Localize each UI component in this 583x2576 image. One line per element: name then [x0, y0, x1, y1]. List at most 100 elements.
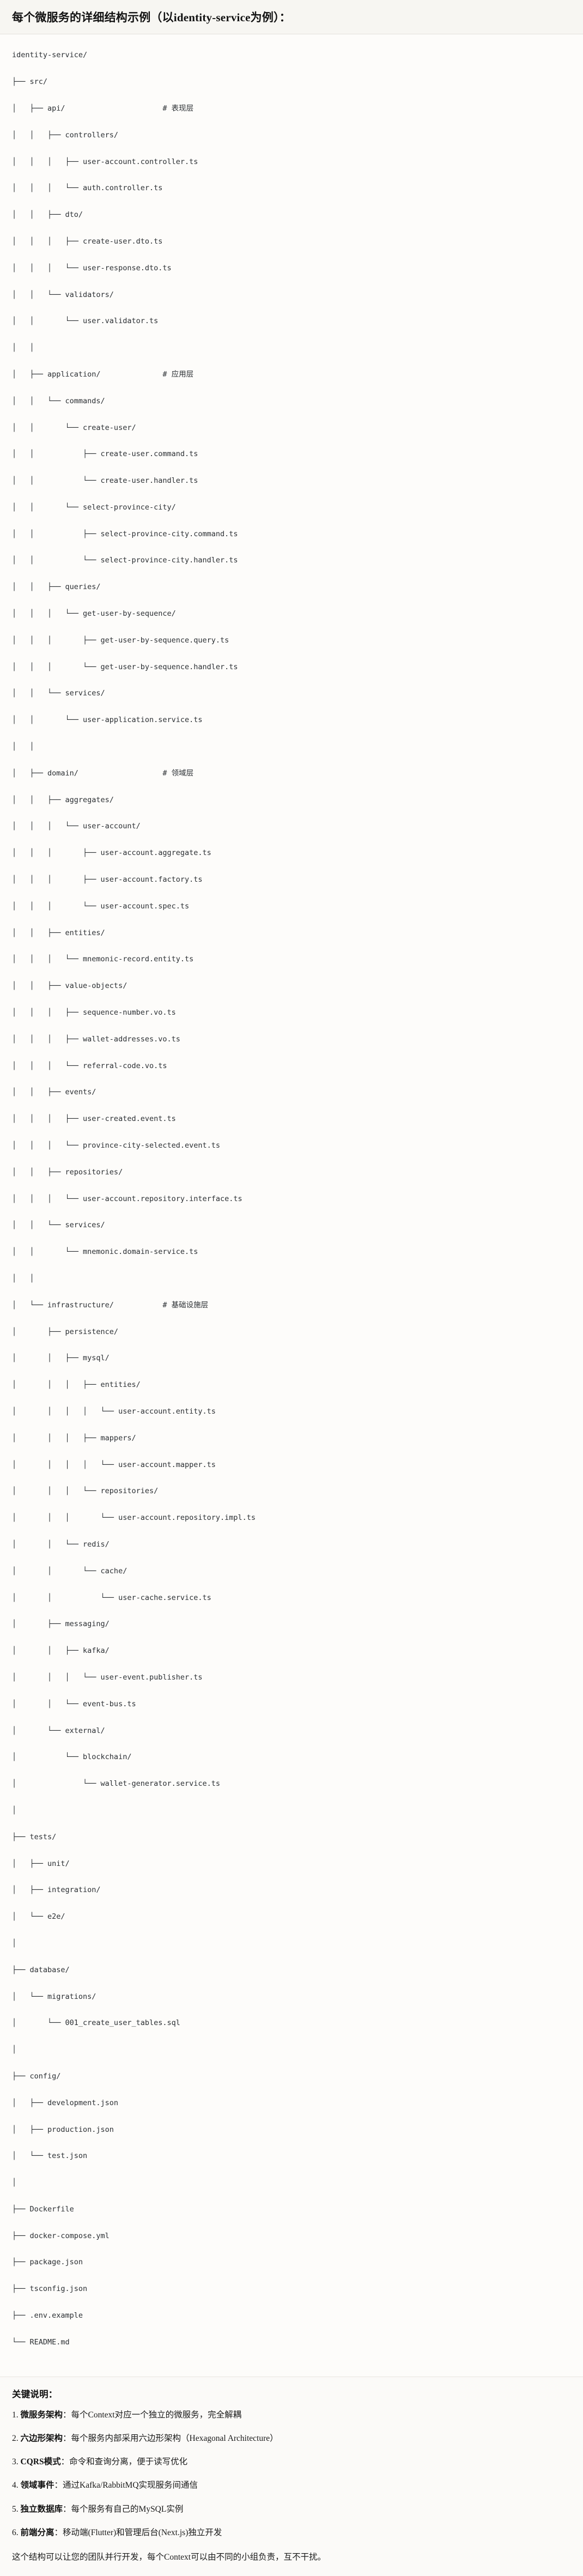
tree-line: │ └── infrastructure/ # 基础设施层 [12, 1299, 571, 1312]
tree-comment: # 领域层 [162, 768, 194, 778]
tree-line: │ │ │ └── user-account.spec.ts [12, 900, 571, 913]
tree-line: │ │ │ └── repositories/ [12, 1484, 571, 1498]
tree-path: └── README.md [12, 2337, 70, 2347]
tree-path: │ │ └── services/ [12, 689, 105, 698]
tree-path: │ │ [12, 1274, 34, 1283]
tree-line: │ │ [12, 740, 571, 753]
tree-line: │ ├── domain/ # 领域层 [12, 767, 571, 780]
tree-line: ├── src/ [12, 75, 571, 88]
tree-path: ├── src/ [12, 77, 48, 87]
tree-path: │ │ │ ├── wallet-addresses.vo.ts [12, 1034, 180, 1044]
key-note-number: 6. [12, 2527, 21, 2537]
tree-path: │ [12, 2178, 17, 2187]
tree-path: │ │ │ │ └── user-account.mapper.ts [12, 1460, 216, 1469]
tree-path: │ │ └── event-bus.ts [12, 1699, 136, 1708]
tree-path: │ │ │ ├── user-account.factory.ts [12, 875, 203, 884]
directory-tree: identity-service/ ├── src/ │ ├── api/ # … [12, 49, 571, 2362]
key-note-item: 2. 六边形架构：每个服务内部采用六边形架构（Hexagonal Archite… [12, 2432, 571, 2445]
tree-line: │ ├── production.json [12, 2123, 571, 2136]
tree-line: │ [12, 1804, 571, 1817]
tree-line: │ └── wallet-generator.service.ts [12, 1777, 571, 1790]
tree-line: │ │ │ └── user-account.repository.interf… [12, 1192, 571, 1205]
tree-path: │ ├── domain/ [12, 768, 78, 778]
key-note-separator: ： [63, 2504, 71, 2514]
tree-path: │ ├── unit/ [12, 1859, 70, 1868]
tree-path: │ ├── development.json [12, 2098, 119, 2107]
page-header: 每个微服务的详细结构示例（以identity-service为例）： [0, 0, 583, 35]
tree-line: │ │ │ └── user-event.publisher.ts [12, 1671, 571, 1684]
tree-line: │ │ ├── select-province-city.command.ts [12, 528, 571, 541]
key-note-item: 4. 领域事件：通过Kafka/RabbitMQ实现服务间通信 [12, 2479, 571, 2492]
tree-line: │ │ ├── dto/ [12, 208, 571, 221]
tree-line: │ │ │ └── auth.controller.ts [12, 181, 571, 195]
tree-line: │ ├── persistence/ [12, 1325, 571, 1338]
tree-line: │ └── external/ [12, 1724, 571, 1737]
tree-path: │ │ │ └── user-account.spec.ts [12, 901, 190, 911]
key-note-separator: ： [54, 2481, 63, 2490]
tree-path: │ │ └── services/ [12, 1221, 105, 1230]
tree-path: │ │ │ │ └── user-account.entity.ts [12, 1407, 216, 1416]
tree-path: │ │ └── validators/ [12, 290, 114, 299]
tree-line: │ ├── integration/ [12, 1883, 571, 1896]
tree-path: │ │ │ └── get-user-by-sequence/ [12, 609, 176, 619]
tree-path: │ │ ├── controllers/ [12, 130, 119, 140]
tree-line: │ │ │ ├── user-account.controller.ts [12, 155, 571, 168]
tree-line: │ │ ├── queries/ [12, 580, 571, 593]
tree-path: │ │ └── create-user.handler.ts [12, 476, 198, 486]
key-note-item: 3. CQRS模式：命令和查询分离，便于读写优化 [12, 2456, 571, 2468]
tree-comment: # 基础设施层 [162, 1300, 209, 1310]
tree-line: │ │ │ └── mnemonic-record.entity.ts [12, 953, 571, 966]
tree-path: │ │ │ └── mnemonic-record.entity.ts [12, 955, 194, 964]
closing-note: 这个结构可以让您的团队并行开发，每个Context可以由不同的小组负责，互不干扰… [12, 2553, 326, 2562]
tree-line: │ │ │ ├── get-user-by-sequence.query.ts [12, 634, 571, 647]
tree-path: ├── tests/ [12, 1832, 57, 1841]
tree-path: │ │ │ └── province-city-selected.event.t… [12, 1141, 221, 1150]
tree-line: │ │ │ └── user-account/ [12, 820, 571, 833]
tree-path: ├── docker-compose.yml [12, 2231, 110, 2240]
tree-path: │ └── blockchain/ [12, 1753, 132, 1762]
tree-line: └── README.md [12, 2336, 571, 2349]
key-note-description: 命令和查询分离，便于读写优化 [69, 2457, 188, 2467]
tree-line: │ ├── development.json [12, 2096, 571, 2110]
tree-line: │ │ │ └── get-user-by-sequence.handler.t… [12, 660, 571, 674]
tree-gap [101, 370, 163, 379]
tree-line: │ │ │ ├── user-account.aggregate.ts [12, 846, 571, 859]
tree-line: │ └── e2e/ [12, 1910, 571, 1923]
page-title: 每个微服务的详细结构示例（以identity-service为例）： [12, 11, 291, 24]
tree-line: │ [12, 1937, 571, 1950]
tree-path: identity-service/ [12, 51, 88, 60]
tree-line: ├── tests/ [12, 1831, 571, 1844]
tree-path: │ │ [12, 742, 34, 751]
tree-path: │ │ └── user-cache.service.ts [12, 1593, 211, 1602]
tree-path: │ │ └── select-province-city.handler.ts [12, 556, 238, 565]
tree-line: │ │ └── mnemonic.domain-service.ts [12, 1245, 571, 1258]
tree-path: │ │ │ ├── user-account.aggregate.ts [12, 848, 211, 858]
tree-path: │ │ └── user-application.service.ts [12, 716, 203, 725]
tree-path: ├── Dockerfile [12, 2204, 74, 2214]
tree-path: │ ├── persistence/ [12, 1327, 119, 1336]
tree-path: │ │ ├── create-user.command.ts [12, 450, 198, 459]
tree-path: │ │ │ └── user-account.repository.interf… [12, 1194, 242, 1203]
tree-path: ├── database/ [12, 1965, 70, 1974]
tree-path: │ └── 001_create_user_tables.sql [12, 2019, 180, 2028]
tree-line: │ │ ├── create-user.command.ts [12, 447, 571, 460]
tree-path: │ └── migrations/ [12, 1992, 96, 2001]
tree-path: │ │ [12, 343, 34, 353]
tree-line: │ │ └── user-cache.service.ts [12, 1591, 571, 1604]
tree-line: ├── tsconfig.json [12, 2282, 571, 2295]
tree-line: │ │ [12, 1272, 571, 1285]
tree-line: │ ├── unit/ [12, 1857, 571, 1870]
directory-tree-block: identity-service/ ├── src/ │ ├── api/ # … [0, 34, 583, 2377]
tree-path: │ │ ├── aggregates/ [12, 795, 114, 804]
tree-line: │ │ └── event-bus.ts [12, 1698, 571, 1711]
tree-path: │ ├── production.json [12, 2125, 114, 2134]
tree-line: ├── docker-compose.yml [12, 2229, 571, 2242]
tree-comment: # 应用层 [162, 369, 194, 379]
tree-path: │ ├── messaging/ [12, 1620, 110, 1629]
key-note-term: 独立数据库 [20, 2504, 63, 2514]
key-note-term: 领域事件 [20, 2481, 54, 2490]
tree-line: │ │ │ └── user-account.repository.impl.t… [12, 1511, 571, 1524]
tree-path: │ │ │ └── user-event.publisher.ts [12, 1672, 203, 1682]
tree-line: │ │ │ ├── user-account.factory.ts [12, 873, 571, 886]
